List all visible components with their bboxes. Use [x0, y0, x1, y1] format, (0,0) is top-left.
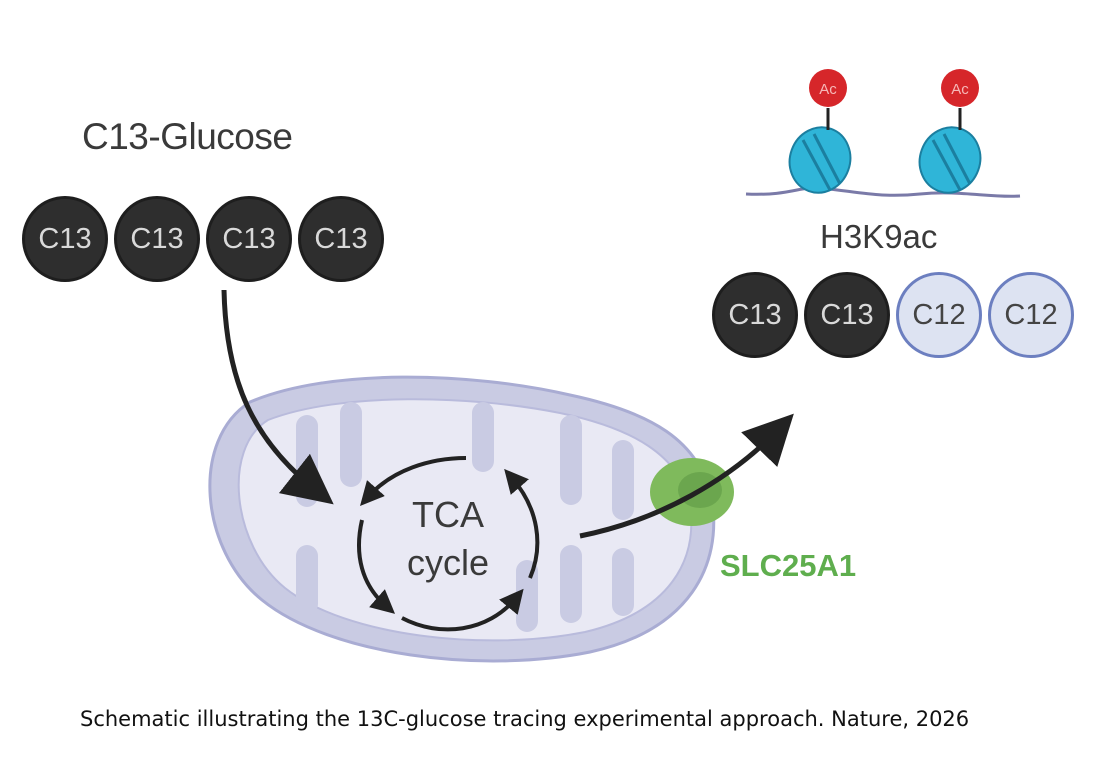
figure-caption: Schematic illustrating the 13C-glucose t…	[80, 707, 970, 731]
glucose-atom-4: C13	[298, 196, 384, 282]
nucleosome-fiber	[745, 69, 1021, 198]
acetyl-atom-2: C13	[804, 272, 890, 358]
tca-cycle-arrows	[357, 456, 540, 632]
acetyl-mark-2: Ac	[951, 81, 969, 98]
nucleosome-1	[788, 69, 852, 194]
acetyl-mark-1: Ac	[819, 81, 837, 98]
mitochondrion	[208, 375, 716, 663]
slc25a1-transporter-shape	[650, 458, 734, 526]
glucose-atom-1: C13	[22, 196, 108, 282]
nucleosome-2	[918, 69, 982, 194]
glucose-atom-2: C13	[114, 196, 200, 282]
glucose-to-tca-arrow	[221, 289, 334, 505]
acetyl-atom-3: C12	[896, 272, 982, 358]
acetyl-atom-4: C12	[988, 272, 1074, 358]
glucose-title: C13-Glucose	[82, 116, 293, 157]
acetyl-atom-1: C13	[712, 272, 798, 358]
glucose-atom-3: C13	[206, 196, 292, 282]
histone-mark-label: H3K9ac	[820, 218, 938, 255]
export-arrow	[579, 413, 794, 539]
tca-label-line1: TCA	[412, 494, 484, 535]
transporter-label: SLC25A1	[720, 548, 857, 583]
tca-label-line2: cycle	[406, 542, 490, 583]
